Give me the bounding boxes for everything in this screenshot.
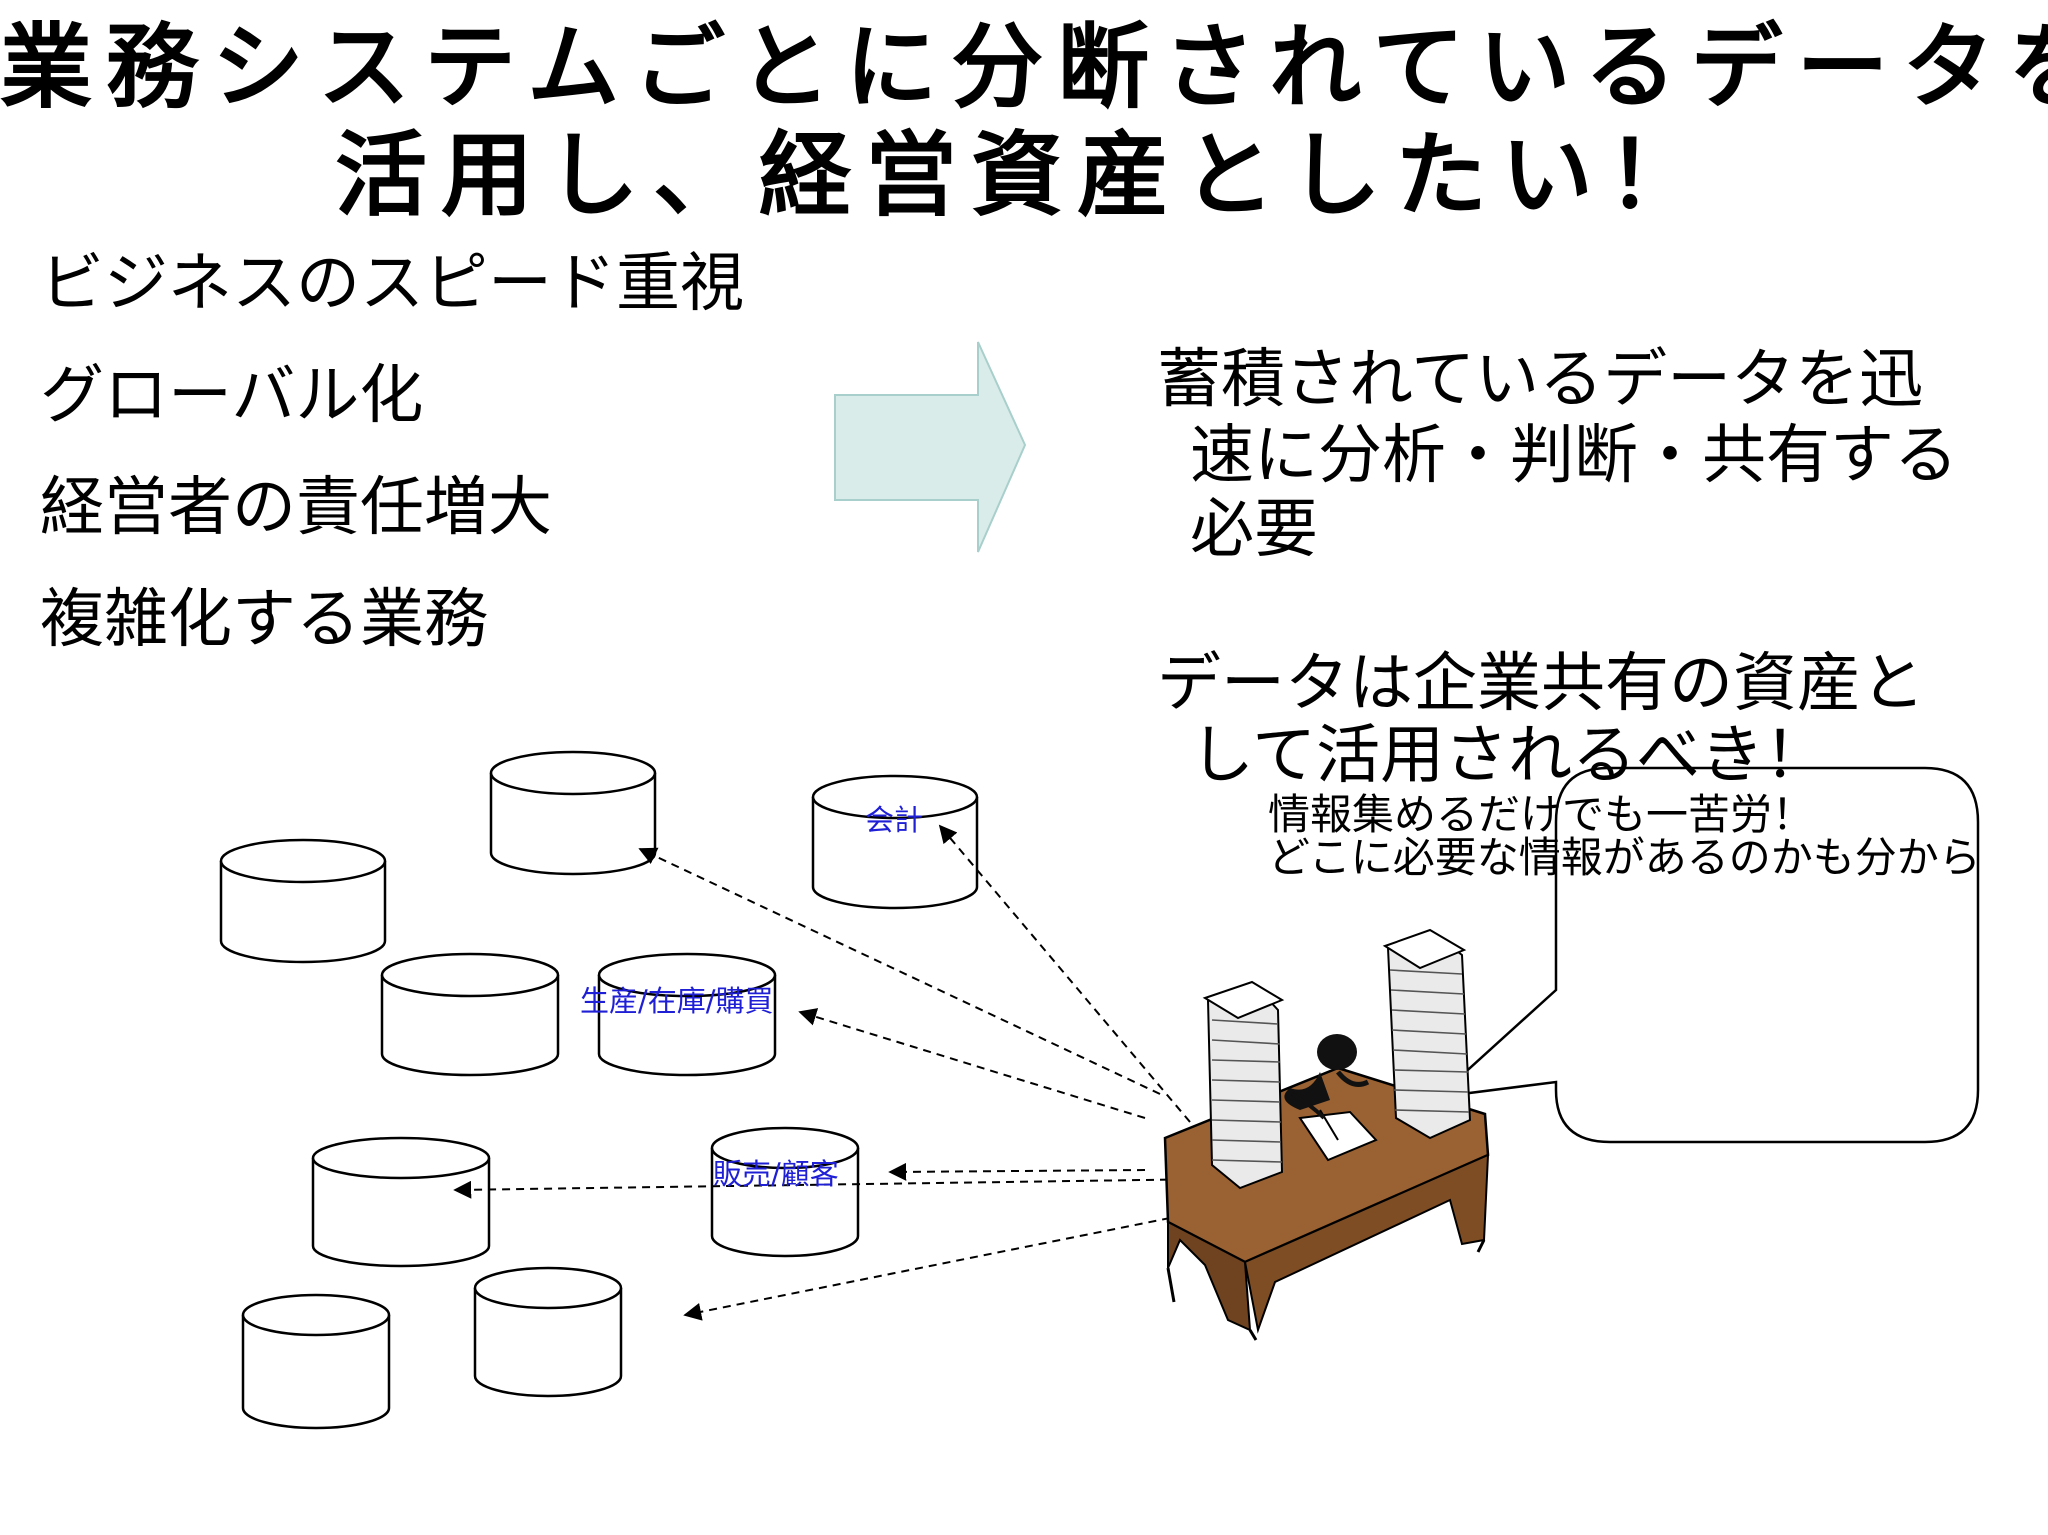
database-icon [380,952,560,1077]
conclusion-line5: して活用されるべき！ [1190,719,1829,793]
right-arrow-icon [834,341,1027,553]
database-icon-production [597,952,777,1077]
dashed-arrow [638,847,1161,1095]
dashed-arrow [938,824,1191,1123]
conclusion-line4: データは企業共有の資産と [1157,647,1925,721]
dashed-arrow [888,1162,1146,1181]
dashed-arrow [453,1177,1281,1199]
db-label-production: 生産/在庫/購買 [580,984,774,1018]
desk-illustration [1163,928,1490,1341]
conclusion-line2: 速に分析・判断・共有する [1190,419,1958,493]
driver-item-speed: ビジネスのスピード重視 [40,247,744,321]
database-icon-sales [710,1126,860,1258]
driver-item-global: グローバル化 [40,359,424,433]
slide-title-line2: 活用し、経営資産としたい！ [334,122,1713,229]
database-icon-accounting [811,774,979,910]
speech-bubble [1434,766,1980,1144]
dashed-arrow [683,1217,1171,1321]
dashed-arrow [798,1008,1146,1119]
bubble-text-line2: どこに必要な情報があるのかも分から [1268,835,1981,881]
database-icon [241,1293,391,1430]
database-icon [311,1136,491,1268]
driver-item-responsibility: 経営者の責任増大 [40,471,552,545]
conclusion-line1: 蓄積されているデータを迅 [1157,343,1924,417]
db-label-accounting: 会計 [865,803,924,837]
conclusion-line3: 必要 [1190,493,1318,567]
database-icon [489,750,657,876]
slide-title-line1: 業務システムごとに分断されているデータを [0,14,2048,121]
database-icon [473,1266,623,1398]
driver-item-complexity: 複雑化する業務 [40,583,488,657]
bubble-text-line1: 情報集めるだけでも一苦労！ [1268,790,1815,839]
db-label-sales: 販売/顧客 [713,1157,839,1191]
database-icon [219,838,387,964]
